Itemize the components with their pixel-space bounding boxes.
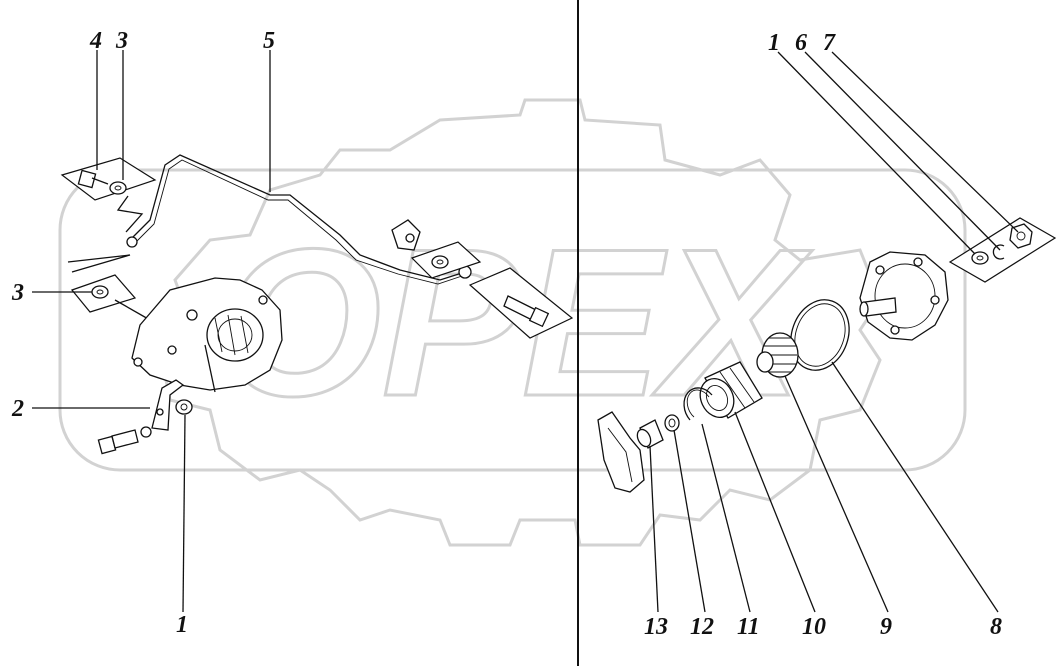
pump-housing [131,277,283,393]
tube-end-fitting [126,236,138,248]
washer-12 [664,414,680,432]
callout-3-top: 3 [115,28,128,54]
hollow-bolt-tag [468,267,574,339]
banjo-washer-tag [391,219,482,279]
callout-6: 6 [795,30,807,56]
callout-3-left: 3 [11,280,24,306]
washer [175,399,193,415]
callout-10: 10 [802,614,826,640]
right-leaders [649,51,1019,613]
fuel-tube [129,154,466,281]
washer [971,251,989,265]
bracket-assembly [97,379,193,455]
callout-13: 13 [644,614,668,640]
callout-8: 8 [990,614,1002,640]
flange-cover [859,251,949,341]
callout-7: 7 [823,30,836,56]
callout-5: 5 [263,28,275,54]
left-leaders [32,50,271,613]
o-ring [790,299,850,371]
bushing [636,419,664,449]
washer-tag-left [67,254,151,321]
callout-1-right: 1 [768,30,780,56]
washer [109,181,127,195]
drive-gear [756,332,799,378]
callout-9: 9 [880,614,892,640]
callout-11: 11 [737,614,760,640]
bolt-head [77,169,97,189]
callout-1-left: 1 [176,612,188,638]
callout-4: 4 [89,28,102,54]
clip [391,219,421,251]
washer [91,285,109,299]
right-assembly [597,217,1057,493]
callout-12: 12 [690,614,714,640]
coupling-sleeve [699,361,763,419]
snap-ring [683,387,713,421]
bracket [151,379,185,431]
bolt-washer-tag [60,157,157,233]
retaining-clip [992,244,1005,260]
callout-2: 2 [11,396,24,422]
left-assembly [60,154,574,455]
housing-fragment [597,411,645,493]
